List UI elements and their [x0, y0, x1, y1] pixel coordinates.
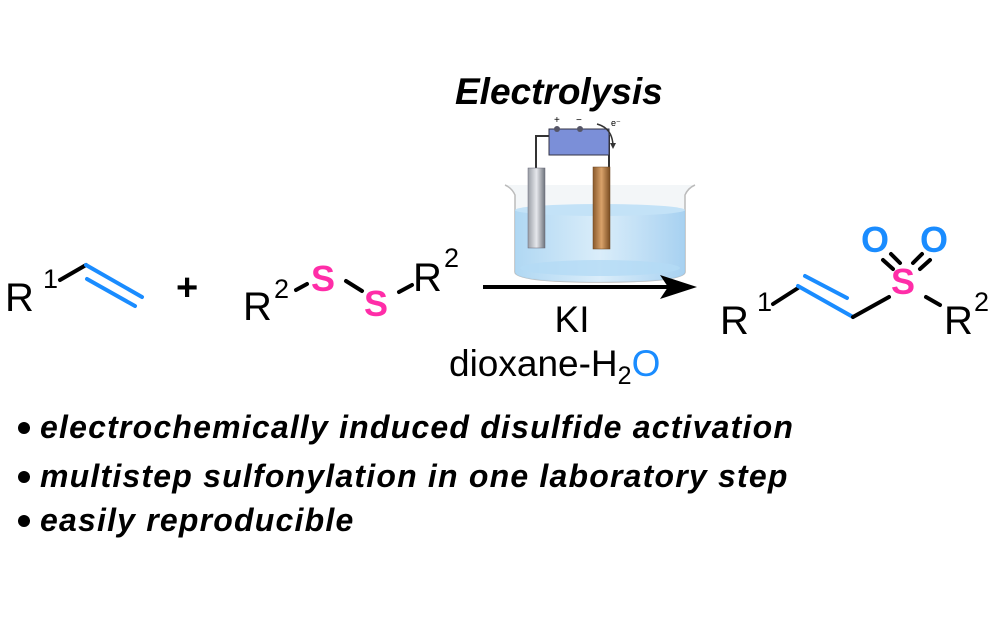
- reagent-label: KI: [555, 299, 590, 340]
- svg-text:+: +: [554, 115, 560, 126]
- feature-item: easily reproducible: [40, 502, 354, 538]
- feature-item: electrochemically induced disulfide acti…: [40, 409, 794, 445]
- svg-text:2: 2: [444, 243, 459, 273]
- bullet-icon: [18, 422, 30, 434]
- svg-text:R: R: [243, 285, 272, 329]
- plus-sign: +: [176, 267, 198, 309]
- svg-text:2: 2: [274, 274, 289, 304]
- feature-item: multistep sulfonylation in one laborator…: [40, 458, 789, 494]
- reaction-arrow: [483, 275, 697, 299]
- svg-text:R: R: [5, 276, 34, 320]
- alkene-reactant: R 1: [5, 263, 144, 320]
- svg-text:1: 1: [43, 264, 58, 294]
- electrolysis-cell-icon: + − e⁻: [504, 115, 696, 283]
- svg-text:2: 2: [974, 287, 989, 317]
- svg-text:R: R: [944, 299, 973, 343]
- bullet-icon: [18, 471, 30, 483]
- feature-list: electrochemically induced disulfide acti…: [18, 409, 794, 538]
- solvent-label: dioxane-H2O: [449, 343, 660, 390]
- disulfide-reactant: R 2 S S R 2: [243, 243, 459, 329]
- svg-text:O: O: [920, 219, 948, 260]
- electrolysis-title: Electrolysis: [455, 71, 663, 112]
- svg-text:1: 1: [757, 287, 772, 317]
- svg-text:S: S: [891, 261, 915, 302]
- svg-text:S: S: [311, 258, 335, 299]
- svg-text:−: −: [576, 115, 582, 126]
- svg-text:e⁻: e⁻: [611, 118, 621, 128]
- svg-text:R: R: [413, 256, 442, 300]
- svg-text:S: S: [364, 283, 388, 324]
- svg-text:R: R: [720, 299, 749, 343]
- vinyl-sulfone-product: R 1 S O O R 2: [720, 219, 989, 343]
- bullet-icon: [18, 515, 30, 527]
- svg-text:O: O: [861, 219, 889, 260]
